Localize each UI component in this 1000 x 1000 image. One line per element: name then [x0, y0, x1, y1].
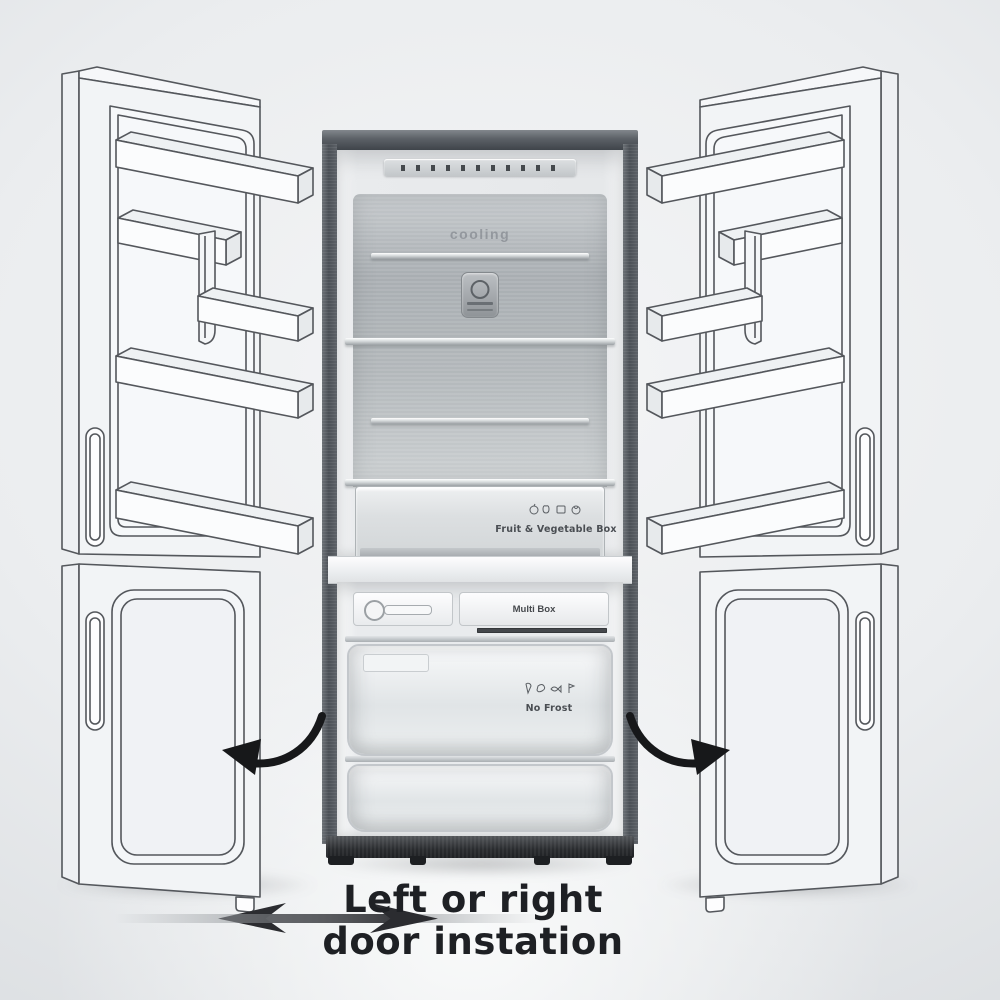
fridge-foot	[606, 856, 632, 865]
fridge-base	[326, 836, 634, 858]
caption-line-1: Left or right	[343, 878, 603, 921]
fresh-food-compartment: cooling	[337, 150, 623, 572]
pear-icon	[542, 505, 550, 514]
freezer-compartment: Multi Box No Frost	[337, 582, 623, 838]
multi-box-drawer: Multi Box	[459, 592, 609, 626]
back-panel-watermark: cooling	[449, 226, 511, 242]
fridge-top-frame	[322, 130, 638, 150]
no-frost-label: No Frost	[525, 703, 573, 714]
caption-line-2: door instation	[322, 920, 624, 963]
multi-box-slot	[477, 628, 607, 633]
fridge-foot	[328, 856, 354, 865]
control-panel-icons	[401, 164, 559, 171]
control-panel	[384, 159, 576, 176]
freezer-drawer-upper: No Frost	[347, 644, 613, 756]
fruit-icons-row	[529, 503, 581, 515]
fish-icon	[550, 684, 562, 694]
door-swing-right-arrow	[630, 716, 730, 775]
flag-icon	[568, 683, 576, 693]
onion-icon	[571, 505, 581, 515]
frozen-food-icons-row	[525, 682, 576, 695]
box-icon	[556, 505, 566, 514]
ice-tray-handle	[384, 605, 432, 615]
glass-shelf	[345, 338, 615, 345]
freezer-inner-tray	[363, 654, 429, 672]
fridge-unit: cooling	[322, 130, 638, 865]
fruit-box-label: Fruit & Vegetable Box	[495, 524, 617, 535]
glass-shelf	[371, 253, 589, 259]
badge-logo-icon	[470, 280, 490, 299]
door-swing-left-arrow	[222, 716, 322, 775]
glass-shelf	[345, 479, 615, 486]
freezer-rail	[345, 756, 615, 762]
caption: Left or right door instation	[273, 879, 673, 963]
multi-box-label: Multi Box	[512, 603, 556, 615]
twist-ice-tray	[353, 592, 453, 626]
fridge-foot	[410, 856, 426, 865]
freezer-drawer-lower	[347, 764, 613, 832]
freezer-rail	[345, 636, 615, 642]
compartment-divider	[328, 556, 632, 584]
ice-cream-icon	[525, 682, 532, 695]
fridge-right-column	[623, 144, 638, 844]
fridge-left-column	[322, 144, 337, 844]
fridge-foot	[534, 856, 550, 865]
meat-icon	[536, 684, 546, 693]
brand-badge	[461, 272, 499, 318]
glass-shelf	[371, 418, 589, 424]
